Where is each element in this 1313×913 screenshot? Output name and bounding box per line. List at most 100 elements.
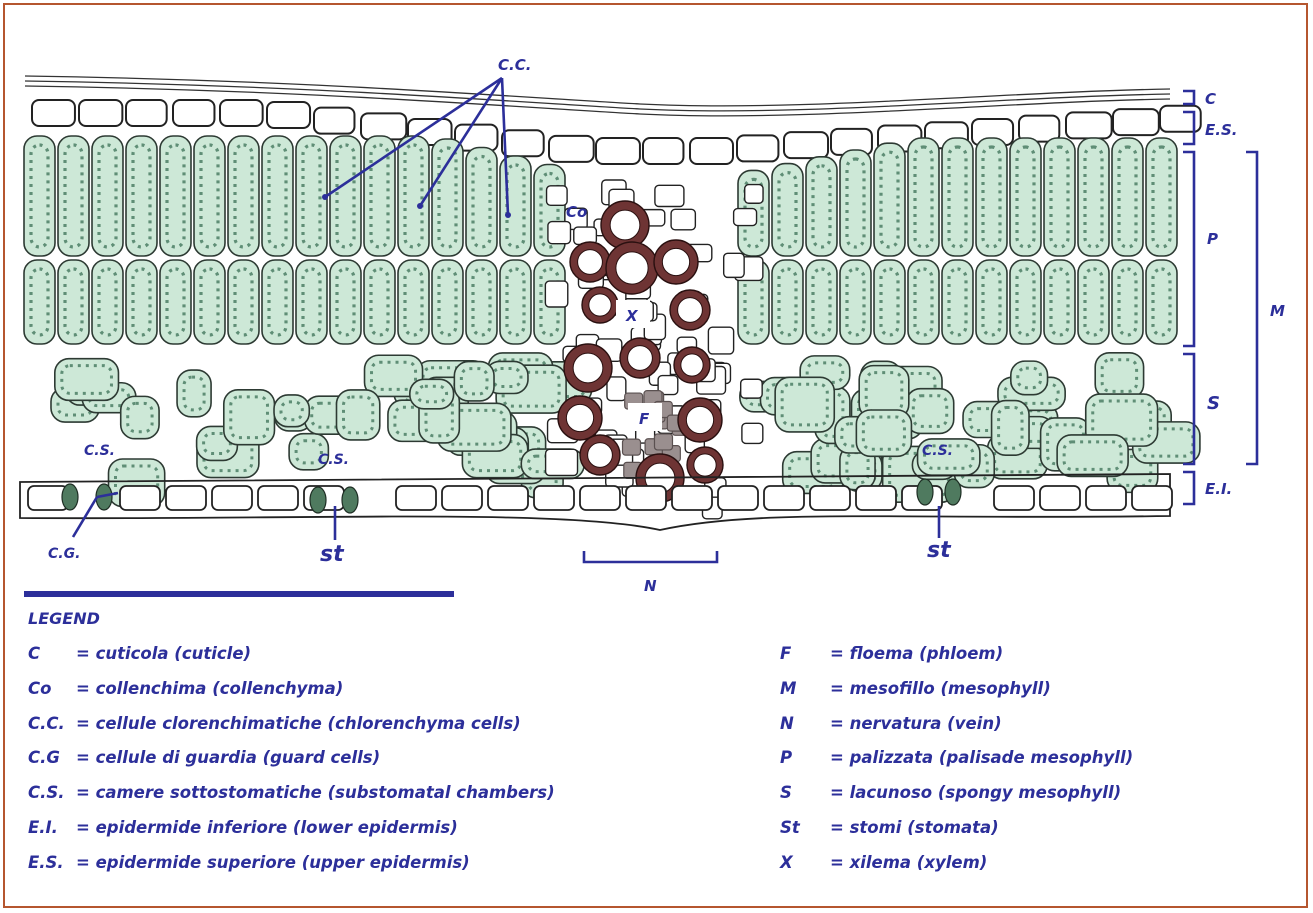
xylem-lumen <box>566 404 593 431</box>
collenchyma-cell <box>655 185 684 206</box>
legend-abbr: C.S. <box>28 783 76 818</box>
legend-text: = floema (phloem) <box>830 644 1003 679</box>
collenchyma-cell <box>745 185 763 204</box>
legend-divider <box>24 591 454 597</box>
palisade-cell <box>908 138 939 256</box>
legend-text: = cellule di guardia (guard cells) <box>76 748 380 783</box>
legend-text: = mesofillo (mesophyll) <box>830 679 1051 714</box>
palisade-cell <box>160 260 191 344</box>
epidermal-cell <box>672 486 712 510</box>
palisade-cell <box>806 260 837 344</box>
epidermal-cell <box>502 130 544 156</box>
palisade-cell <box>772 164 803 256</box>
collenchyma-cell <box>708 327 733 354</box>
legend-row: Co= collenchima (collenchyma) <box>28 679 555 714</box>
lower-epidermis <box>20 474 1172 530</box>
legend-row: E.S.= epidermide superiore (upper epider… <box>28 853 555 888</box>
epidermal-cell <box>690 138 733 164</box>
collenchyma-cell <box>742 423 763 443</box>
palisade-cell <box>92 136 123 256</box>
legend-abbr: F <box>780 644 830 679</box>
epidermal-cell <box>1066 112 1112 138</box>
legend-title: LEGEND <box>28 609 100 628</box>
phloem-cell <box>654 434 672 450</box>
legend-abbr: P <box>780 748 830 783</box>
palisade-cell <box>24 136 55 256</box>
palisade-cell <box>126 136 157 256</box>
palisade-cell <box>330 136 361 256</box>
legend-row: C.S.= camere sottostomatiche (substomata… <box>28 783 555 818</box>
label-cg: C.G. <box>48 546 80 562</box>
legend-abbr: Co <box>28 679 76 714</box>
palisade-cell <box>500 260 531 344</box>
epidermal-cell <box>994 486 1034 510</box>
label-co: Co <box>566 203 587 221</box>
guard-cell <box>62 484 78 510</box>
palisade-cell <box>908 260 939 344</box>
palisade-cell <box>976 260 1007 344</box>
legend-text: = camere sottostomatiche (substomatal ch… <box>76 783 555 818</box>
palisade-cell <box>296 260 327 344</box>
xylem-lumen <box>694 454 716 476</box>
epidermal-cell <box>120 486 160 510</box>
palisade-cell <box>1078 138 1109 256</box>
palisade-cell <box>194 136 225 256</box>
legend-abbr: C.G <box>28 748 76 783</box>
label-cs-left: C.S. <box>84 443 115 459</box>
palisade-cell <box>1146 260 1177 344</box>
epidermal-cell <box>718 486 758 510</box>
xylem-lumen <box>589 294 611 316</box>
legend-text: = palizzata (palisade mesophyll) <box>830 748 1133 783</box>
palisade-cell <box>58 136 89 256</box>
epidermal-cell <box>220 100 263 126</box>
guard-cell <box>945 479 961 505</box>
guard-cell <box>310 487 326 513</box>
legend-text: = nervatura (vein) <box>830 714 1002 749</box>
palisade-cell <box>1044 138 1075 256</box>
legend-text: = lacunoso (spongy mesophyll) <box>830 783 1121 818</box>
legend-abbr: M <box>780 679 830 714</box>
collenchyma-cell <box>724 253 744 277</box>
legend-row: S= lacunoso (spongy mesophyll) <box>780 783 1133 818</box>
xylem-lumen <box>588 443 613 468</box>
xylem-lumen <box>662 248 689 275</box>
label-cc: C.C. <box>498 56 531 74</box>
collenchyma-cell <box>548 222 571 244</box>
epidermal-cell <box>856 486 896 510</box>
epidermal-cell <box>764 486 804 510</box>
epidermal-cell <box>1132 486 1172 510</box>
xylem-lumen <box>681 354 703 376</box>
legend-row: N= nervatura (vein) <box>780 714 1133 749</box>
xylem-lumen <box>686 406 713 433</box>
epidermal-cell <box>1086 486 1126 510</box>
palisade-cell <box>160 136 191 256</box>
palisade-cell <box>942 260 973 344</box>
label-es: E.S. <box>1205 121 1237 139</box>
label-m: M <box>1270 302 1285 320</box>
legend-text: = xilema (xylem) <box>830 853 987 888</box>
epidermal-cell <box>626 486 666 510</box>
epidermal-cell <box>549 136 594 162</box>
label-st-left: st <box>320 542 345 567</box>
palisade-cell <box>1112 260 1143 344</box>
palisade-cell <box>228 260 259 344</box>
epidermal-cell <box>212 486 252 510</box>
epidermal-cell <box>580 486 620 510</box>
xylem-lumen <box>616 252 648 284</box>
legend-row: F= floema (phloem) <box>780 644 1133 679</box>
epidermal-cell <box>442 486 482 510</box>
palisade-cell <box>500 156 531 256</box>
epidermal-cell <box>314 108 354 134</box>
legend-abbr: E.S. <box>28 853 76 888</box>
epidermal-cell <box>126 100 167 126</box>
legend-row: C= cuticola (cuticle) <box>28 644 555 679</box>
legend-abbr: N <box>780 714 830 749</box>
epidermal-cell <box>534 486 574 510</box>
epidermal-cell <box>258 486 298 510</box>
epidermal-cell <box>32 100 75 126</box>
palisade-cell <box>194 260 225 344</box>
palisade-cell <box>1078 260 1109 344</box>
epidermal-cell <box>810 486 850 510</box>
epidermal-cell <box>173 100 214 126</box>
label-ei: E.I. <box>1205 480 1232 498</box>
